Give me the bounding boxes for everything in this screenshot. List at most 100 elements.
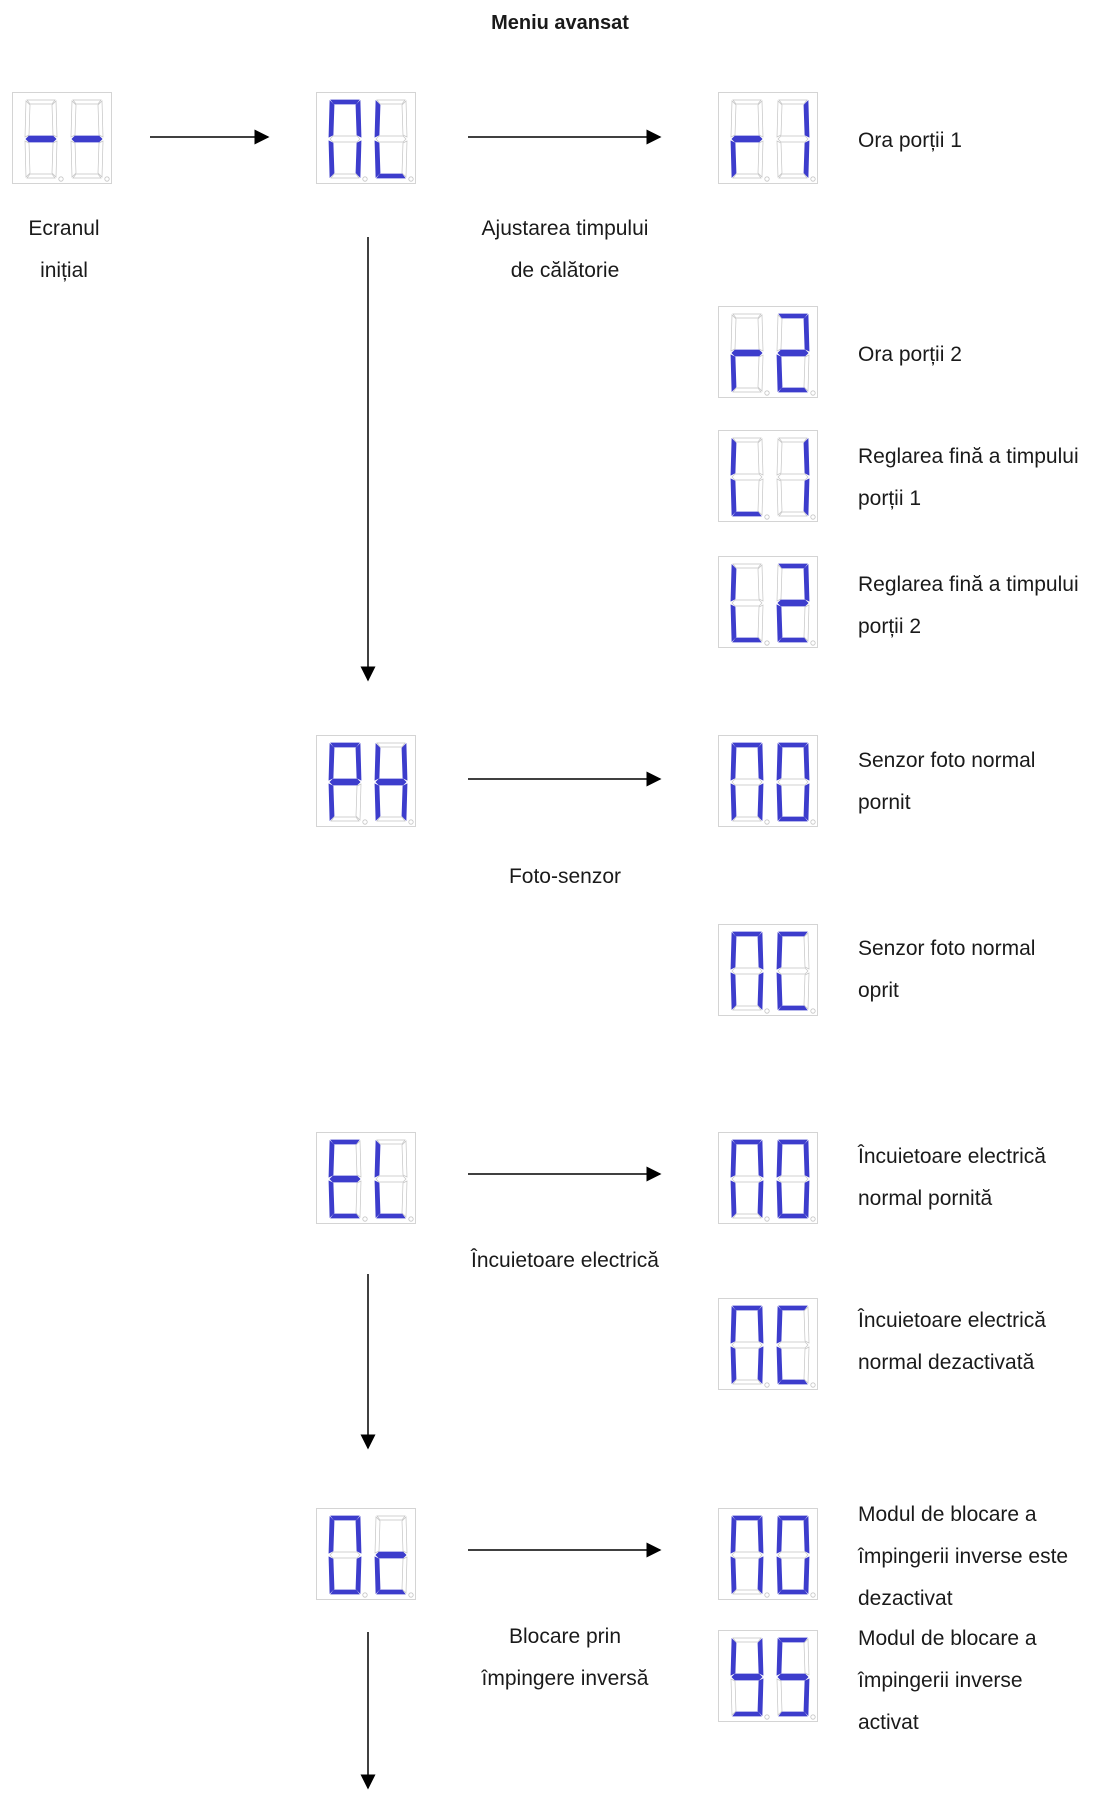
segment-f-on: [374, 743, 381, 781]
segment-a-off: [376, 99, 406, 105]
segment-a-off: [72, 99, 102, 105]
segment-d-on: [376, 1589, 406, 1595]
digit-2: [374, 99, 414, 182]
segment-f-off: [776, 314, 783, 352]
segment-f-on: [776, 1306, 783, 1344]
display-r2: [718, 306, 818, 398]
digit-2: [374, 1139, 414, 1222]
segment-b-on: [803, 1140, 810, 1178]
digit-2: [374, 1515, 414, 1598]
segment-a-off: [778, 99, 808, 105]
segment-d-on: [778, 1379, 808, 1385]
label-r2: Ora porții 2: [858, 343, 962, 366]
segment-b-off: [803, 1638, 810, 1676]
segment-b-off: [757, 564, 764, 602]
segment-b-on: [803, 1516, 810, 1554]
segment-b-off: [401, 1516, 408, 1554]
segment-e-on: [730, 1346, 737, 1384]
digit-2: [776, 99, 816, 182]
segment-c-on: [757, 1678, 764, 1716]
segment-c-on: [803, 140, 810, 178]
digit-1: [328, 1515, 368, 1598]
display-l2: [718, 556, 818, 648]
segment-a-on: [778, 1637, 808, 1643]
digit-2: [70, 99, 110, 182]
display-l1: [718, 430, 818, 522]
segment-e-on: [328, 1556, 335, 1594]
segment-a-on: [732, 931, 762, 937]
digit-1: [328, 99, 368, 182]
digit-1: [730, 1637, 770, 1720]
segment-g-off: [777, 778, 809, 786]
digit-2: [776, 742, 816, 825]
segment-c-on: [803, 783, 810, 821]
segment-e-off: [730, 1678, 737, 1716]
segment-a-on: [778, 931, 808, 937]
decimal-point-off: [408, 176, 414, 182]
segment-c-off: [757, 604, 764, 642]
segment-e-on: [730, 478, 737, 516]
segment-c-off: [803, 354, 810, 392]
decimal-point-off: [810, 1714, 816, 1720]
segment-e-on: [374, 1556, 381, 1594]
segment-b-on: [757, 1638, 764, 1676]
decimal-point-off: [764, 640, 770, 646]
segment-g-on: [71, 135, 103, 143]
segment-b-on: [803, 100, 810, 138]
segment-a-off: [376, 1515, 406, 1521]
segment-a-on: [778, 1515, 808, 1521]
digit-1: [328, 742, 368, 825]
segment-d-on: [778, 387, 808, 393]
segment-f-on: [328, 1140, 335, 1178]
segment-f-on: [730, 438, 737, 476]
segment-e-on: [776, 972, 783, 1010]
segment-d-on: [330, 1589, 360, 1595]
segment-g-on: [375, 1551, 407, 1559]
segment-d-off: [330, 173, 360, 179]
decimal-point-off: [810, 1382, 816, 1388]
segment-c-off: [355, 783, 362, 821]
decimal-point-off: [764, 176, 770, 182]
digit-2: [776, 563, 816, 646]
segment-d-off: [72, 173, 102, 179]
segment-b-off: [401, 100, 408, 138]
segment-b-off: [355, 1140, 362, 1178]
digit-2: [776, 1515, 816, 1598]
segment-e-on: [730, 354, 737, 392]
segment-c-off: [803, 604, 810, 642]
display-reverse-no: [718, 1508, 818, 1600]
segment-f-off: [730, 314, 737, 352]
segment-e-on: [776, 783, 783, 821]
segment-e-on: [776, 1346, 783, 1384]
segment-e-on: [730, 140, 737, 178]
segment-e-on: [730, 1556, 737, 1594]
segment-c-off: [757, 478, 764, 516]
segment-d-on: [778, 1213, 808, 1219]
decimal-point-off: [408, 1592, 414, 1598]
segment-b-off: [803, 932, 810, 970]
segment-d-on: [732, 1711, 762, 1717]
segment-b-on: [355, 743, 362, 781]
segment-c-off: [401, 1556, 408, 1594]
segment-c-off: [803, 972, 810, 1010]
segment-d-on: [778, 816, 808, 822]
segment-f-on: [776, 1140, 783, 1178]
segment-g-on: [329, 1175, 361, 1183]
segment-a-off: [732, 313, 762, 319]
decimal-point-off: [362, 176, 368, 182]
segment-g-on: [375, 778, 407, 786]
segment-g-off: [731, 778, 763, 786]
segment-g-off: [777, 473, 809, 481]
decimal-point-off: [764, 819, 770, 825]
segment-b-on: [757, 1306, 764, 1344]
segment-b-off: [51, 100, 58, 138]
digit-2: [776, 931, 816, 1014]
decimal-point-off: [764, 1714, 770, 1720]
segment-e-on: [374, 783, 381, 821]
digit-2: [776, 313, 816, 396]
segment-d-off: [732, 816, 762, 822]
